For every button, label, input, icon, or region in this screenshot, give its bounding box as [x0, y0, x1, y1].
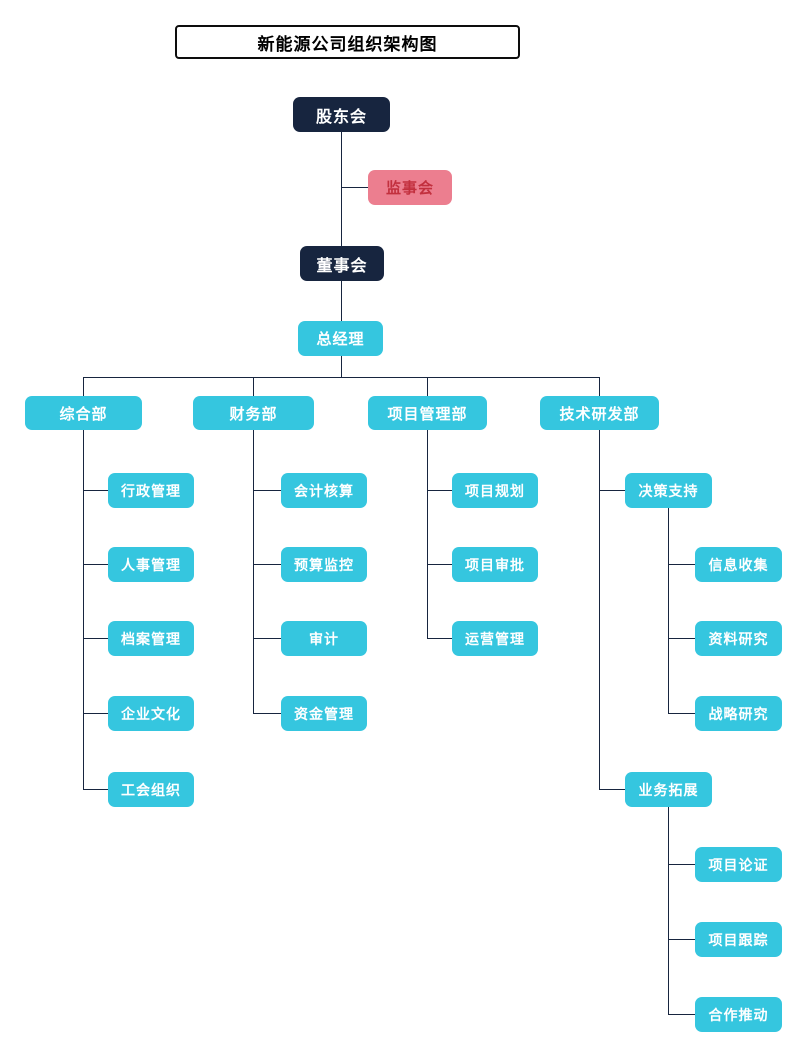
- node-funds-mgmt: 资金管理: [281, 696, 367, 731]
- node-archives-mgmt: 档案管理: [108, 621, 194, 656]
- node-dept-project-mgmt: 项目管理部: [368, 396, 487, 430]
- node-decision-support: 决策支持: [625, 473, 712, 508]
- chart-title: 新能源公司组织架构图: [175, 25, 520, 59]
- node-corporate-culture: 企业文化: [108, 696, 194, 731]
- node-cooperation-promotion: 合作推动: [695, 997, 782, 1032]
- node-audit: 审计: [281, 621, 367, 656]
- connector-line: [253, 430, 254, 713]
- node-operations-mgmt: 运营管理: [452, 621, 538, 656]
- connector-line: [83, 638, 108, 639]
- connector-line: [599, 377, 600, 396]
- node-info-collection: 信息收集: [695, 547, 782, 582]
- node-general-manager: 总经理: [298, 321, 383, 356]
- node-strategy-research: 战略研究: [695, 696, 782, 731]
- connector-line: [83, 490, 108, 491]
- connector-line: [83, 430, 84, 789]
- connector-line: [668, 1014, 695, 1015]
- connector-line: [427, 638, 452, 639]
- connector-line: [253, 638, 281, 639]
- node-hr-mgmt: 人事管理: [108, 547, 194, 582]
- connector-line: [427, 430, 428, 638]
- node-business-expansion: 业务拓展: [625, 772, 712, 807]
- connector-line: [253, 377, 254, 396]
- connector-line: [341, 356, 342, 377]
- connector-line: [83, 377, 84, 396]
- node-project-approval: 项目审批: [452, 547, 538, 582]
- connector-line: [668, 638, 695, 639]
- node-project-verification: 项目论证: [695, 847, 782, 882]
- node-project-tracking: 项目跟踪: [695, 922, 782, 957]
- connector-line: [341, 187, 368, 188]
- connector-line: [253, 564, 281, 565]
- node-board-of-directors: 董事会: [300, 246, 384, 281]
- node-labor-union: 工会组织: [108, 772, 194, 807]
- connector-line: [668, 807, 669, 1014]
- connector-line: [83, 377, 599, 378]
- connector-line: [253, 713, 281, 714]
- connector-line: [668, 564, 695, 565]
- node-budget-monitoring: 预算监控: [281, 547, 367, 582]
- connector-line: [83, 713, 108, 714]
- connector-line: [427, 564, 452, 565]
- node-admin-mgmt: 行政管理: [108, 473, 194, 508]
- connector-line: [599, 789, 625, 790]
- connector-line: [341, 132, 342, 246]
- node-dept-general: 综合部: [25, 396, 142, 430]
- node-dept-tech-rd: 技术研发部: [540, 396, 659, 430]
- connector-line: [427, 377, 428, 396]
- node-dept-finance: 财务部: [193, 396, 314, 430]
- node-shareholders: 股东会: [293, 97, 390, 132]
- node-project-planning: 项目规划: [452, 473, 538, 508]
- node-data-research: 资料研究: [695, 621, 782, 656]
- connector-line: [427, 490, 452, 491]
- connector-line: [341, 281, 342, 321]
- connector-line: [83, 789, 108, 790]
- node-accounting: 会计核算: [281, 473, 367, 508]
- connector-line: [668, 713, 695, 714]
- connector-line: [668, 939, 695, 940]
- connector-line: [83, 564, 108, 565]
- connector-line: [599, 490, 625, 491]
- connector-line: [668, 864, 695, 865]
- node-supervisory-board: 监事会: [368, 170, 452, 205]
- connector-line: [599, 430, 600, 789]
- connector-line: [668, 508, 669, 713]
- connector-line: [253, 490, 281, 491]
